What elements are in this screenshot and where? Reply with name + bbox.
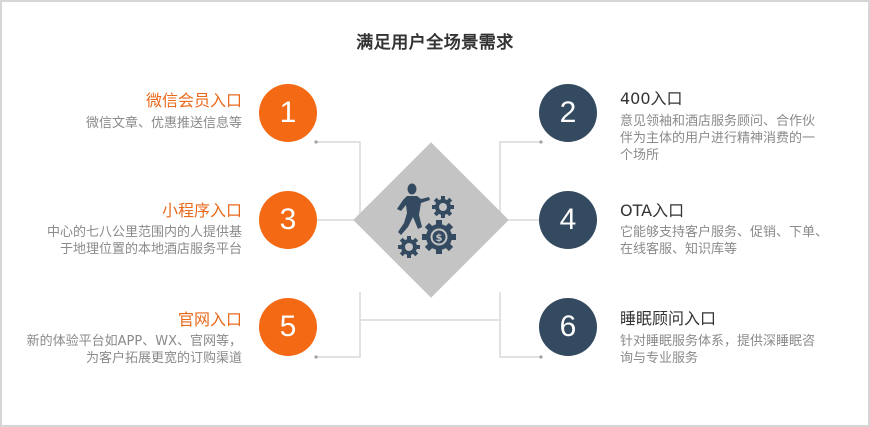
entry-description: 微信文章、优惠推送信息等: [85, 116, 242, 131]
number-badge: 5: [259, 298, 317, 356]
number-badge: 6: [539, 298, 597, 356]
entry-title: OTA入口: [620, 201, 685, 220]
entry-description: 意见领袖和酒店服务顾问、合作伙 伴为主体的用户进行精神消费的一 个场所: [620, 114, 816, 163]
entry-title: 睡眠顾问入口: [620, 309, 717, 328]
number-badge: 2: [539, 84, 597, 142]
svg-text:$: $: [436, 233, 443, 244]
entry-title: 微信会员入口: [145, 91, 242, 110]
entry-description: 中心的七八公里范围内的人提供基 于地理位置的本地酒店服务平台: [46, 225, 242, 257]
entry-description: 它能够支持客户服务、促销、下单、 在线客服、知识库等: [620, 225, 829, 257]
entry-description: 针对睡眠服务体系，提供深睡眠咨 询与专业服务: [620, 334, 816, 366]
person-climbing-gears-dollar-icon: $: [395, 183, 467, 259]
entry-title: 400入口: [620, 89, 683, 108]
number-badge: 1: [259, 84, 317, 142]
entry-title: 小程序入口: [161, 201, 242, 220]
number-badge: 3: [259, 191, 317, 249]
number-badge: 4: [539, 191, 597, 249]
entry-title: 官网入口: [177, 310, 242, 329]
diagram-title: 满足用户全场景需求: [356, 33, 514, 53]
entry-description: 新的体验平台如APP、WX、官网等， 为客户拓展更宽的订购渠道: [26, 334, 242, 366]
